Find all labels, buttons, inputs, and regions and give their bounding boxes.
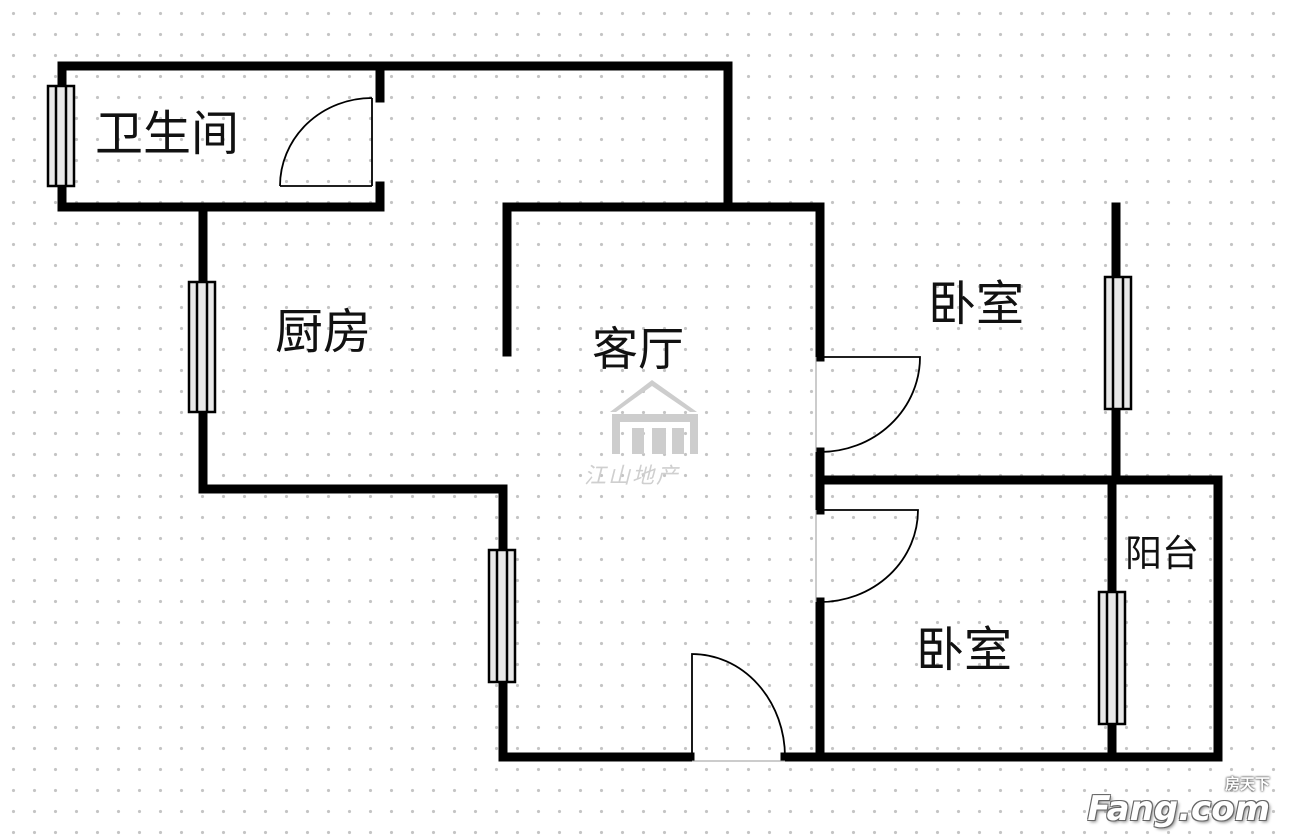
brand-logo: 房天下 Fang.com — [1087, 775, 1270, 829]
brand-name: Fang.com — [1087, 789, 1270, 829]
brand-tagline: 房天下 — [1224, 775, 1270, 793]
room-label-balcony: 阳台 — [1125, 532, 1199, 575]
room-label-bedroom-top: 卧室 — [928, 276, 1025, 332]
room-label-bedroom-bottom: 卧室 — [916, 622, 1013, 678]
window-bathroom — [46, 84, 76, 188]
watermark-text: 江山地产 — [584, 464, 681, 489]
wall-living-left-lower — [498, 484, 695, 762]
windows — [46, 84, 1133, 726]
doors — [279, 97, 921, 762]
room-label-living-room: 客厅 — [592, 322, 684, 376]
wall-top-block — [57, 61, 733, 210]
room-label-kitchen: 厨房 — [275, 304, 372, 360]
walls — [57, 61, 1223, 762]
room-label-bathroom: 卫生间 — [95, 106, 240, 162]
window-bedroom-top — [1103, 275, 1133, 411]
window-bedroom-bottom — [1097, 590, 1127, 726]
watermark-house-icon — [610, 380, 698, 454]
door-bathroom — [279, 97, 373, 187]
wall-living-top-left — [502, 202, 825, 357]
door-bedroom-bottom — [815, 509, 919, 603]
door-bedroom-top — [815, 356, 921, 453]
door-entrance — [691, 653, 786, 762]
window-kitchen — [187, 280, 217, 414]
window-living-room — [487, 548, 517, 684]
